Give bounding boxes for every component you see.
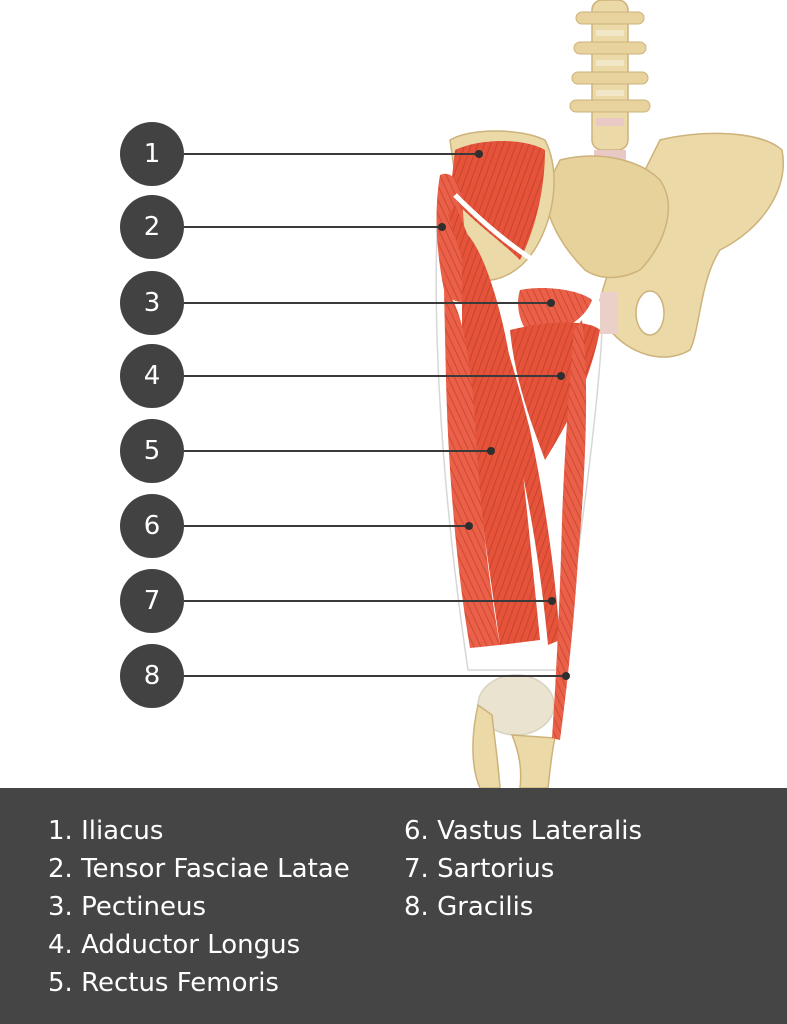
marker-7[interactable]: 7 <box>120 569 184 633</box>
iliacus-muscle <box>450 141 545 260</box>
lumbar-spine <box>569 0 651 160</box>
anatomy-illustration <box>184 0 784 788</box>
leader-dots <box>438 150 570 680</box>
marker-6[interactable]: 6 <box>120 494 184 558</box>
legend-panel: 1. Iliacus 2. Tensor Fasciae Latae 3. Pe… <box>0 788 787 1024</box>
legend-item-iliacus: 1. Iliacus <box>48 816 164 846</box>
marker-2[interactable]: 2 <box>120 195 184 259</box>
legend-column-right: 6. Vastus Lateralis 7. Sartorius 8. Grac… <box>404 812 642 926</box>
vastus-lateralis-muscle <box>444 290 500 648</box>
legend-item-sartorius: 7. Sartorius <box>404 854 555 884</box>
marker-1[interactable]: 1 <box>120 122 184 186</box>
legend-item-vastus-lateralis: 6. Vastus Lateralis <box>404 816 643 846</box>
legend-item-tensor-fasciae-latae: 2. Tensor Fasciae Latae <box>48 854 350 884</box>
marker-5[interactable]: 5 <box>120 419 184 483</box>
legend-item-pectineus: 3. Pectineus <box>48 892 207 922</box>
knee <box>472 674 556 788</box>
legend-item-rectus-femoris: 5. Rectus Femoris <box>48 968 279 998</box>
anatomy-diagram: 1 2 3 4 5 6 7 8 <box>120 0 784 788</box>
thigh-muscles <box>436 141 601 740</box>
marker-3[interactable]: 3 <box>120 271 184 335</box>
marker-4[interactable]: 4 <box>120 344 184 408</box>
legend-column-left: 1. Iliacus 2. Tensor Fasciae Latae 3. Pe… <box>48 812 350 1002</box>
thigh-outline <box>435 179 603 671</box>
tensor-fasciae-latae-muscle <box>436 173 470 302</box>
marker-8[interactable]: 8 <box>120 644 184 708</box>
gracilis-muscle <box>552 320 587 740</box>
rectus-femoris-muscle <box>462 230 540 645</box>
legend-item-adductor-longus: 4. Adductor Longus <box>48 930 301 960</box>
leader-lines <box>184 153 566 677</box>
pectineus-muscle <box>518 288 592 335</box>
legend-item-gracilis: 8. Gracilis <box>404 892 534 922</box>
